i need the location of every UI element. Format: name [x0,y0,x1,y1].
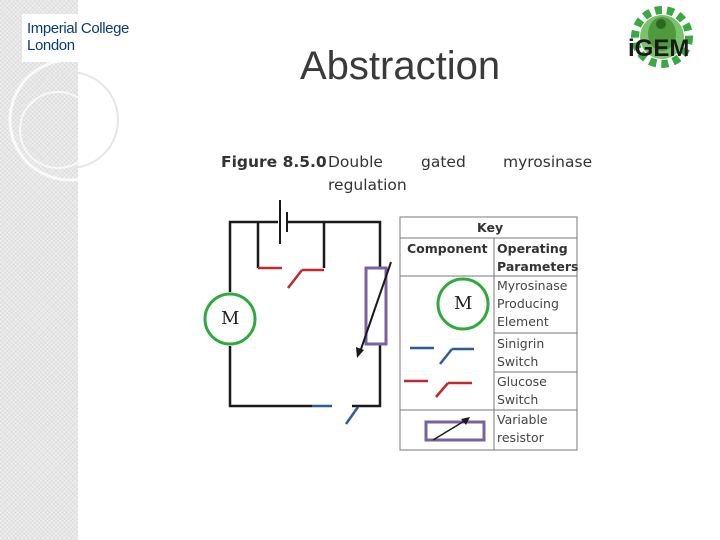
key-row-text: Variable [497,412,548,427]
key-row-text: Switch [497,354,539,369]
battery-icon [279,200,288,244]
key-row-text: Glucose [497,374,547,389]
key-row-text: Myrosinase [497,278,568,293]
figure-label: Figure 8.5.0 [221,153,327,171]
variable-resistor-icon [356,261,392,358]
key-glucose-switch-icon [404,379,472,398]
figure-caption-line2: regulation [328,176,407,194]
motor-label: M [221,308,240,329]
circuit-wires [228,220,382,408]
igem-logo-text: iGEM [628,35,689,62]
decorative-side-strip [0,0,78,540]
key-motor-icon [436,277,490,331]
institution-name-line1: Imperial College [27,20,129,37]
imperial-college-logo: Imperial College London [22,14,140,62]
motor-icon [203,292,257,346]
key-motor-label: M [454,293,473,314]
figure-caption-word: Double [328,153,383,171]
key-row-text: Sinigrin [497,336,545,351]
key-header-params-line2: Parameters [497,259,579,274]
key-row-text: resistor [497,430,544,445]
figure-caption-word: myrosinase [503,153,593,171]
key-title: Key [477,220,504,235]
slide-title: Abstraction [300,44,501,88]
key-variable-resistor-icon [424,417,486,442]
decorative-rings [8,60,132,182]
institution-name-line2: London [27,37,75,54]
sinigrin-switch-icon [312,404,360,425]
igem-cog-icon [631,6,693,68]
key-header-component: Component [407,241,488,256]
igem-logo: iGEM [628,6,693,68]
figure-caption-word: gated [421,153,466,171]
key-table [399,216,578,451]
key-row-text: Switch [497,392,539,407]
glucose-switch-icon [258,266,324,289]
key-row-text: Producing [497,296,559,311]
key-header-params-line1: Operating [497,241,568,256]
key-row-text: Element [497,314,549,329]
key-sinigrin-switch-icon [410,346,474,365]
